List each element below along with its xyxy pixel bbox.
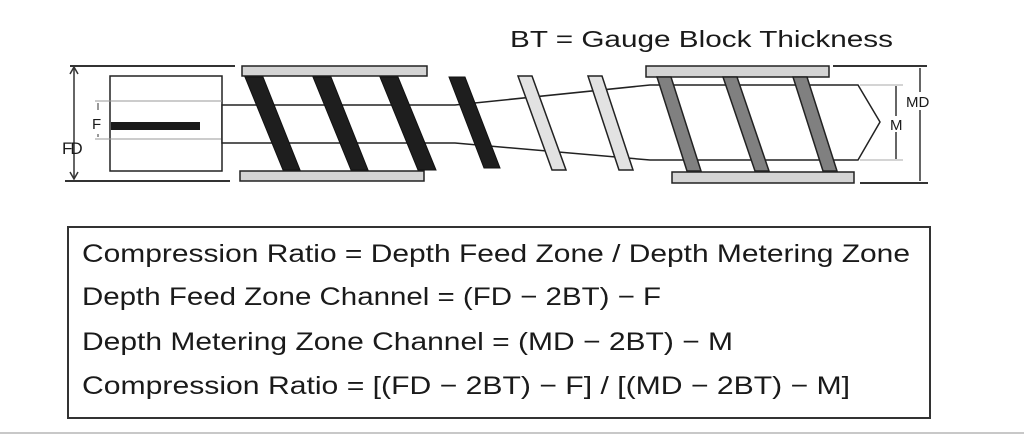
formula-box bbox=[67, 226, 931, 419]
formula-feed-depth: Depth Feed Zone Channel = (FD − 2BT) − F bbox=[82, 283, 661, 311]
md-dimension bbox=[833, 65, 928, 184]
m-label: M bbox=[890, 117, 903, 134]
gauge-block-metering-top bbox=[645, 65, 830, 78]
formula-compression-ratio-expanded: Compression Ratio = [(FD − 2BT) − F] / [… bbox=[82, 372, 850, 400]
transition-flights bbox=[516, 75, 635, 171]
f-label: F bbox=[92, 116, 101, 133]
keyway bbox=[111, 122, 200, 130]
screw-root bbox=[221, 84, 881, 161]
gauge-block-feed-bottom bbox=[239, 170, 425, 182]
f-dimension bbox=[95, 100, 222, 140]
md-label: MD bbox=[906, 94, 929, 111]
formula-compression-ratio: Compression Ratio = Depth Feed Zone / De… bbox=[82, 240, 910, 268]
fd-dimension bbox=[65, 65, 235, 182]
fd-label: FD bbox=[62, 139, 82, 158]
gauge-block-metering-bottom bbox=[671, 171, 855, 184]
gauge-block-feed-top bbox=[241, 65, 428, 77]
legend-title: BT = Gauge Block Thickness bbox=[510, 26, 893, 52]
formula-metering-depth: Depth Metering Zone Channel = (MD − 2BT)… bbox=[82, 328, 733, 356]
gauge-blocks bbox=[239, 65, 855, 184]
metering-flights bbox=[655, 76, 839, 172]
feed-flights bbox=[244, 76, 501, 171]
